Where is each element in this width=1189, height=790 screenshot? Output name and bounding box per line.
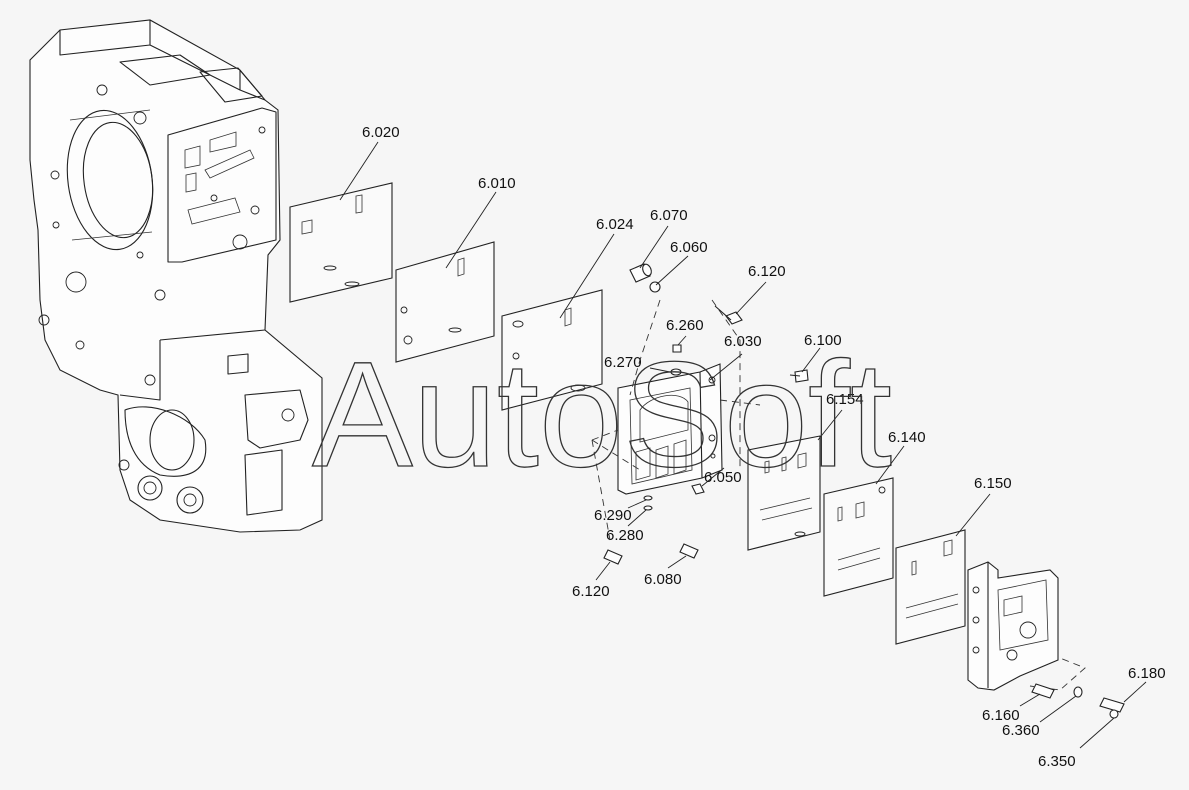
callout-6350: 6.350 xyxy=(1038,753,1076,770)
watermark-logo: AutoSoft xyxy=(312,330,892,498)
callout-6024: 6.024 xyxy=(596,216,634,233)
valve-body-6030 xyxy=(617,363,723,495)
callout-6100: 6.100 xyxy=(804,332,842,349)
screw-6120-top xyxy=(714,305,743,325)
callout-6060: 6.060 xyxy=(670,239,708,256)
callout-labels: 6.020 6.010 6.024 6.070 6.060 6.120 6.26… xyxy=(362,124,1166,770)
plate-6150 xyxy=(895,529,966,645)
leader-lines xyxy=(339,141,1147,749)
callout-6180: 6.180 xyxy=(1128,665,1166,682)
plate-6024 xyxy=(501,289,603,411)
rear-valve-housing xyxy=(967,561,1059,691)
callout-6030: 6.030 xyxy=(724,333,762,350)
transmission-housing xyxy=(29,19,323,533)
washer-6290-6280 xyxy=(643,495,653,511)
callout-6070: 6.070 xyxy=(650,207,688,224)
callout-6160: 6.160 xyxy=(982,707,1020,724)
screw-6050 xyxy=(691,483,705,495)
callout-6020: 6.020 xyxy=(362,124,400,141)
screw-6120-bottom xyxy=(603,549,623,565)
callout-6140: 6.140 xyxy=(888,429,926,446)
ring-6270 xyxy=(670,368,682,376)
screw-6080 xyxy=(679,543,699,559)
washer-6350 xyxy=(1109,709,1119,719)
callout-6120-bottom: 6.120 xyxy=(572,583,610,600)
plate-6154 xyxy=(747,435,821,551)
callout-6010: 6.010 xyxy=(478,175,516,192)
washer-6360 xyxy=(1073,686,1083,698)
plug-6070 xyxy=(629,263,652,283)
callout-6120-top: 6.120 xyxy=(748,263,786,280)
callout-6270: 6.270 xyxy=(604,354,642,371)
callout-6360: 6.360 xyxy=(1002,722,1040,739)
plate-6140 xyxy=(823,477,894,597)
callout-6150: 6.150 xyxy=(974,475,1012,492)
callout-6290: 6.290 xyxy=(594,507,632,524)
ball-6060 xyxy=(649,281,661,293)
callout-6280: 6.280 xyxy=(606,527,644,544)
plate-6010 xyxy=(395,241,495,363)
callout-6154: 6.154 xyxy=(826,391,864,408)
screw-6180 xyxy=(1099,697,1125,713)
plate-6020 xyxy=(289,182,393,303)
dashed-assembly-lines xyxy=(591,299,1086,691)
callout-6260: 6.260 xyxy=(666,317,704,334)
screw-6160 xyxy=(1031,683,1055,699)
callout-6080: 6.080 xyxy=(644,571,682,588)
callout-6050: 6.050 xyxy=(704,469,742,486)
